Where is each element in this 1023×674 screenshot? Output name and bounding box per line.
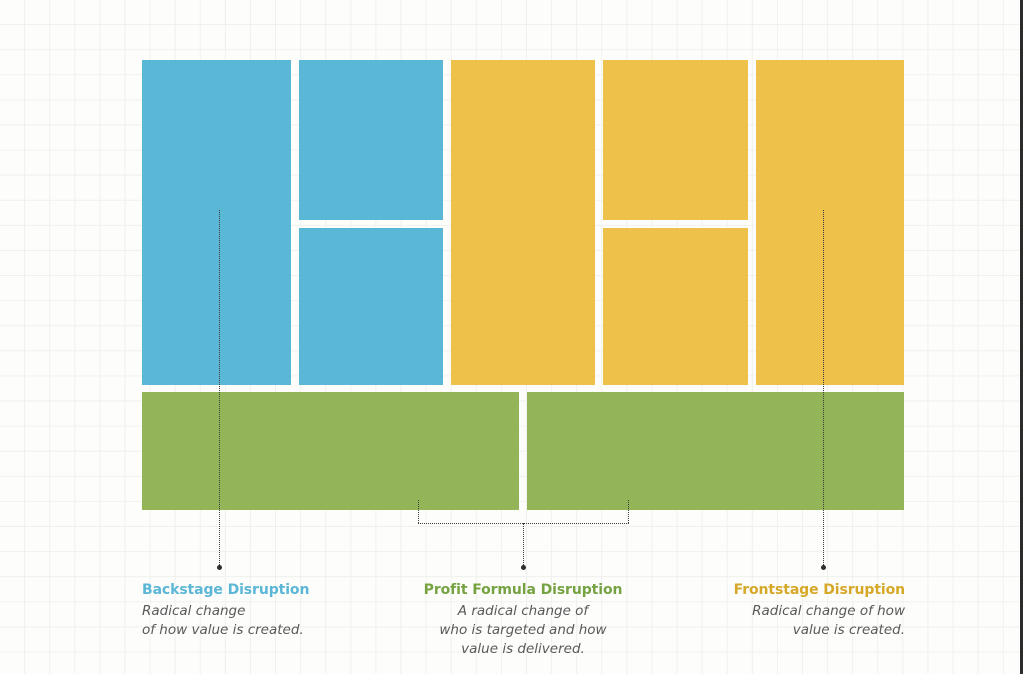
block-backstage-2[interactable] xyxy=(299,60,443,220)
legend-backstage-line-2: of how value is created. xyxy=(142,622,304,638)
legend-backstage-title: Backstage Disruption xyxy=(142,582,310,598)
block-frontstage-3[interactable] xyxy=(603,228,748,385)
leader-line-backstage xyxy=(219,210,220,567)
legend-backstage: Backstage Disruption Radical change of h… xyxy=(142,581,372,640)
block-profit-1[interactable] xyxy=(142,392,519,510)
leader-dot-frontstage xyxy=(821,565,826,570)
block-frontstage-4[interactable] xyxy=(756,60,904,385)
legend-frontstage-title: Frontstage Disruption xyxy=(733,582,905,598)
block-profit-2[interactable] xyxy=(527,392,904,510)
legend-backstage-line-1: Radical change xyxy=(142,603,246,619)
legend-profit-formula: Profit Formula Disruption A radical chan… xyxy=(408,581,638,659)
block-frontstage-2[interactable] xyxy=(603,60,748,220)
legend-profit-formula-title: Profit Formula Disruption xyxy=(423,582,623,598)
leader-line-profit-left xyxy=(418,500,419,523)
legend-frontstage-line-2: value is created. xyxy=(792,622,905,638)
block-frontstage-1[interactable] xyxy=(451,60,595,385)
leader-dot-backstage xyxy=(217,565,222,570)
leader-line-profit-right xyxy=(628,500,629,523)
legend-profit-formula-line-1: A radical change of xyxy=(457,603,589,619)
legend-frontstage: Frontstage Disruption Radical change of … xyxy=(674,581,905,640)
leader-line-profit-stem xyxy=(523,523,524,567)
leader-dot-profit xyxy=(521,565,526,570)
legend-profit-formula-line-3: value is delivered. xyxy=(461,641,585,657)
legend-frontstage-line-1: Radical change of how xyxy=(752,603,905,619)
leader-line-frontstage xyxy=(823,210,824,567)
block-backstage-1[interactable] xyxy=(142,60,291,385)
legend-profit-formula-line-2: who is targeted and how xyxy=(439,622,607,638)
block-backstage-3[interactable] xyxy=(299,228,443,385)
